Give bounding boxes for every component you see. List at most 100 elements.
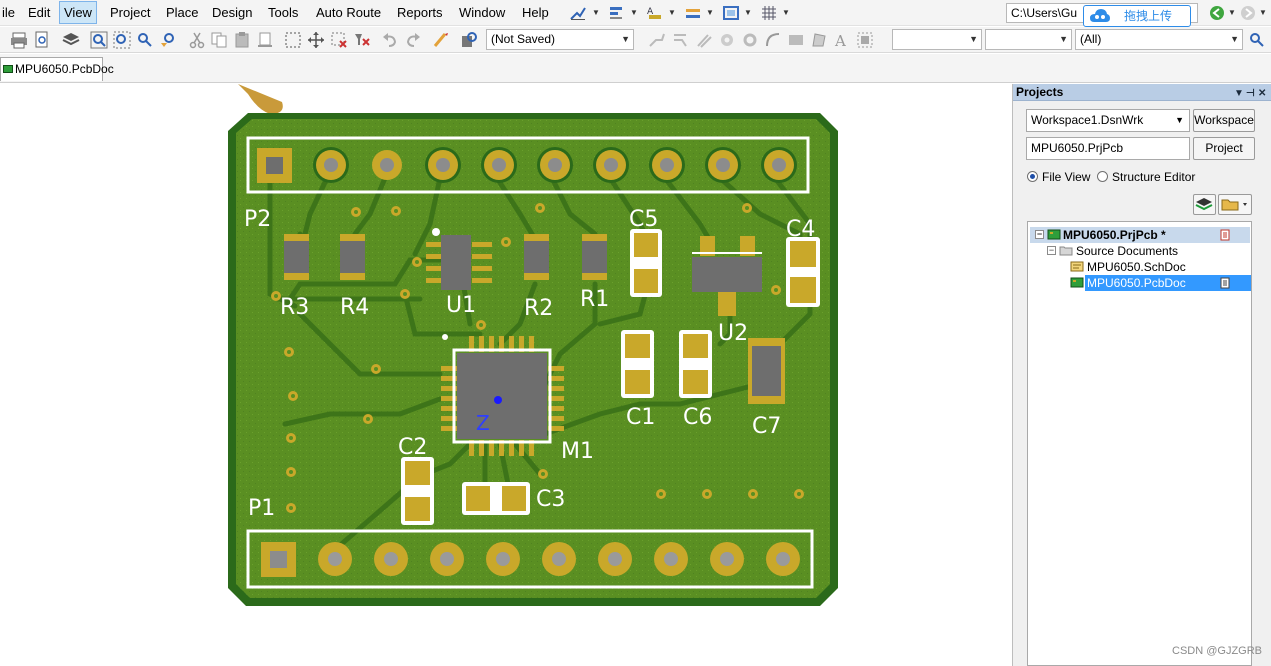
move-icon[interactable] (307, 31, 325, 49)
tab-pcbdoc[interactable]: MPU6050.PcbDoc (0, 57, 114, 81)
zoom-filtered-icon[interactable] (159, 31, 177, 49)
tree-item-schdoc[interactable]: MPU6050.SchDoc (1030, 259, 1250, 275)
filter-select[interactable]: (All) ▼ (1075, 29, 1243, 50)
folder-options-button[interactable] (1218, 194, 1252, 215)
print-icon[interactable] (10, 31, 28, 49)
upload-button[interactable]: 拖拽上传 (1083, 5, 1191, 27)
chevron-down-icon[interactable]: ▼ (1228, 8, 1236, 17)
chevron-down-icon[interactable]: ▼ (744, 8, 752, 17)
project-button[interactable]: Project (1193, 137, 1255, 160)
menu-view[interactable]: View (59, 1, 97, 24)
mask-level-icon[interactable] (1248, 31, 1266, 49)
collapse-icon[interactable]: − (1035, 229, 1044, 239)
panel-menu-icon[interactable]: ▼ (1234, 88, 1244, 99)
label-c2: C2 (398, 435, 427, 460)
redo-icon[interactable] (404, 31, 422, 49)
menu-auto-route[interactable]: Auto Route (316, 5, 382, 20)
component-c1[interactable] (621, 330, 654, 398)
menu-place[interactable]: Place (166, 5, 199, 20)
distribute-icon[interactable] (684, 4, 702, 22)
pcb-board-view[interactable]: P2 P1 R3 R4 U1 R2 R1 C5 C4 U2 C1 C6 C7 M… (0, 84, 1012, 666)
place-pad-icon[interactable] (718, 31, 736, 49)
clear-filter-icon[interactable] (353, 31, 371, 49)
class-select[interactable]: ▼ (985, 29, 1072, 50)
place-component-icon[interactable]: A (646, 4, 664, 22)
menu-reports[interactable]: Reports (397, 5, 443, 20)
component-c7[interactable] (748, 338, 785, 404)
array-paste-icon[interactable] (856, 31, 874, 49)
layer-select[interactable]: ▼ (892, 29, 982, 50)
chevron-down-icon[interactable]: ▼ (592, 8, 600, 17)
room-icon[interactable] (722, 4, 740, 22)
menu-project[interactable]: Project (110, 5, 151, 20)
component-c3[interactable] (462, 482, 530, 515)
pcb-doc-icon (1070, 277, 1084, 288)
interactive-route-icon[interactable] (648, 31, 666, 49)
component-r4[interactable] (340, 234, 365, 280)
collapse-icon[interactable]: − (1047, 245, 1056, 255)
zoom-fit-icon[interactable] (90, 31, 108, 49)
tree-item-source-documents[interactable]: − Source Documents (1030, 243, 1250, 259)
component-u2[interactable] (692, 236, 762, 316)
menu-window[interactable]: Window (459, 5, 506, 20)
component-r3[interactable] (284, 234, 309, 280)
back-icon[interactable] (1209, 5, 1225, 21)
forward-icon[interactable] (1240, 5, 1256, 21)
menu-design[interactable]: Design (212, 5, 253, 20)
undo-icon[interactable] (381, 31, 399, 49)
pin-icon[interactable]: ⊣ (1246, 88, 1255, 99)
layers-3d-icon[interactable] (62, 31, 80, 49)
component-c5[interactable] (630, 229, 662, 297)
polygon-icon[interactable] (810, 31, 828, 49)
component-r2[interactable] (524, 234, 549, 280)
diff-pair-icon[interactable] (696, 31, 714, 49)
fill-icon[interactable] (787, 31, 805, 49)
workspace-button[interactable]: Workspace (1193, 109, 1255, 132)
zoom-selected-icon[interactable] (136, 31, 154, 49)
workspace-select[interactable]: Workspace1.DsnWrk ▼ (1026, 109, 1190, 132)
string-icon[interactable]: A (833, 31, 851, 49)
svg-text:A: A (647, 7, 654, 17)
component-u1[interactable] (426, 228, 492, 290)
pcb-editor-canvas[interactable]: P2 P1 R3 R4 U1 R2 R1 C5 C4 U2 C1 C6 C7 M… (0, 84, 1012, 666)
cloud-icon (1090, 9, 1110, 22)
menu-file[interactable]: ile (2, 5, 16, 20)
tree-item-project[interactable]: − MPU6050.PrjPcb * (1030, 227, 1250, 243)
label-u1: U1 (446, 293, 476, 318)
component-m1[interactable] (441, 334, 564, 456)
align-tool-icon[interactable] (608, 4, 626, 22)
menu-edit[interactable]: Edit (28, 5, 51, 20)
project-field[interactable]: MPU6050.PrjPcb (1026, 137, 1190, 160)
browse-components-icon[interactable] (460, 31, 478, 49)
copy-icon[interactable] (210, 31, 228, 49)
component-r1[interactable] (582, 234, 607, 280)
zoom-area-icon[interactable] (113, 31, 131, 49)
component-c2[interactable] (401, 457, 434, 525)
chevron-down-icon[interactable]: ▼ (668, 8, 676, 17)
label-r4: R4 (340, 295, 369, 320)
component-c6[interactable] (679, 330, 712, 398)
select-area-icon[interactable] (284, 31, 302, 49)
menu-tools[interactable]: Tools (268, 5, 299, 20)
paste-icon[interactable] (233, 31, 251, 49)
cross-probe-icon[interactable] (432, 31, 450, 49)
cut-icon[interactable] (188, 31, 206, 49)
chevron-down-icon[interactable]: ▼ (706, 8, 714, 17)
chevron-down-icon[interactable]: ▼ (630, 8, 638, 17)
close-icon[interactable]: ✕ (1258, 88, 1267, 99)
saved-state-select[interactable]: (Not Saved) ▼ (486, 29, 634, 50)
chart-tool-icon[interactable] (569, 4, 587, 22)
tree-item-pcbdoc[interactable]: MPU6050.PcbDoc (1030, 275, 1251, 291)
chevron-down-icon[interactable]: ▼ (782, 8, 790, 17)
arc-icon[interactable] (764, 31, 782, 49)
rubber-stamp-icon[interactable] (256, 31, 274, 49)
print-preview-icon[interactable] (33, 31, 51, 49)
layers-button[interactable] (1193, 194, 1216, 215)
menu-help[interactable]: Help (522, 5, 549, 20)
place-via-icon[interactable] (741, 31, 759, 49)
multi-route-icon[interactable] (672, 31, 690, 49)
grid-icon[interactable] (760, 4, 778, 22)
chevron-down-icon[interactable]: ▼ (1259, 8, 1267, 17)
component-c4[interactable] (786, 237, 820, 307)
deselect-icon[interactable] (330, 31, 348, 49)
